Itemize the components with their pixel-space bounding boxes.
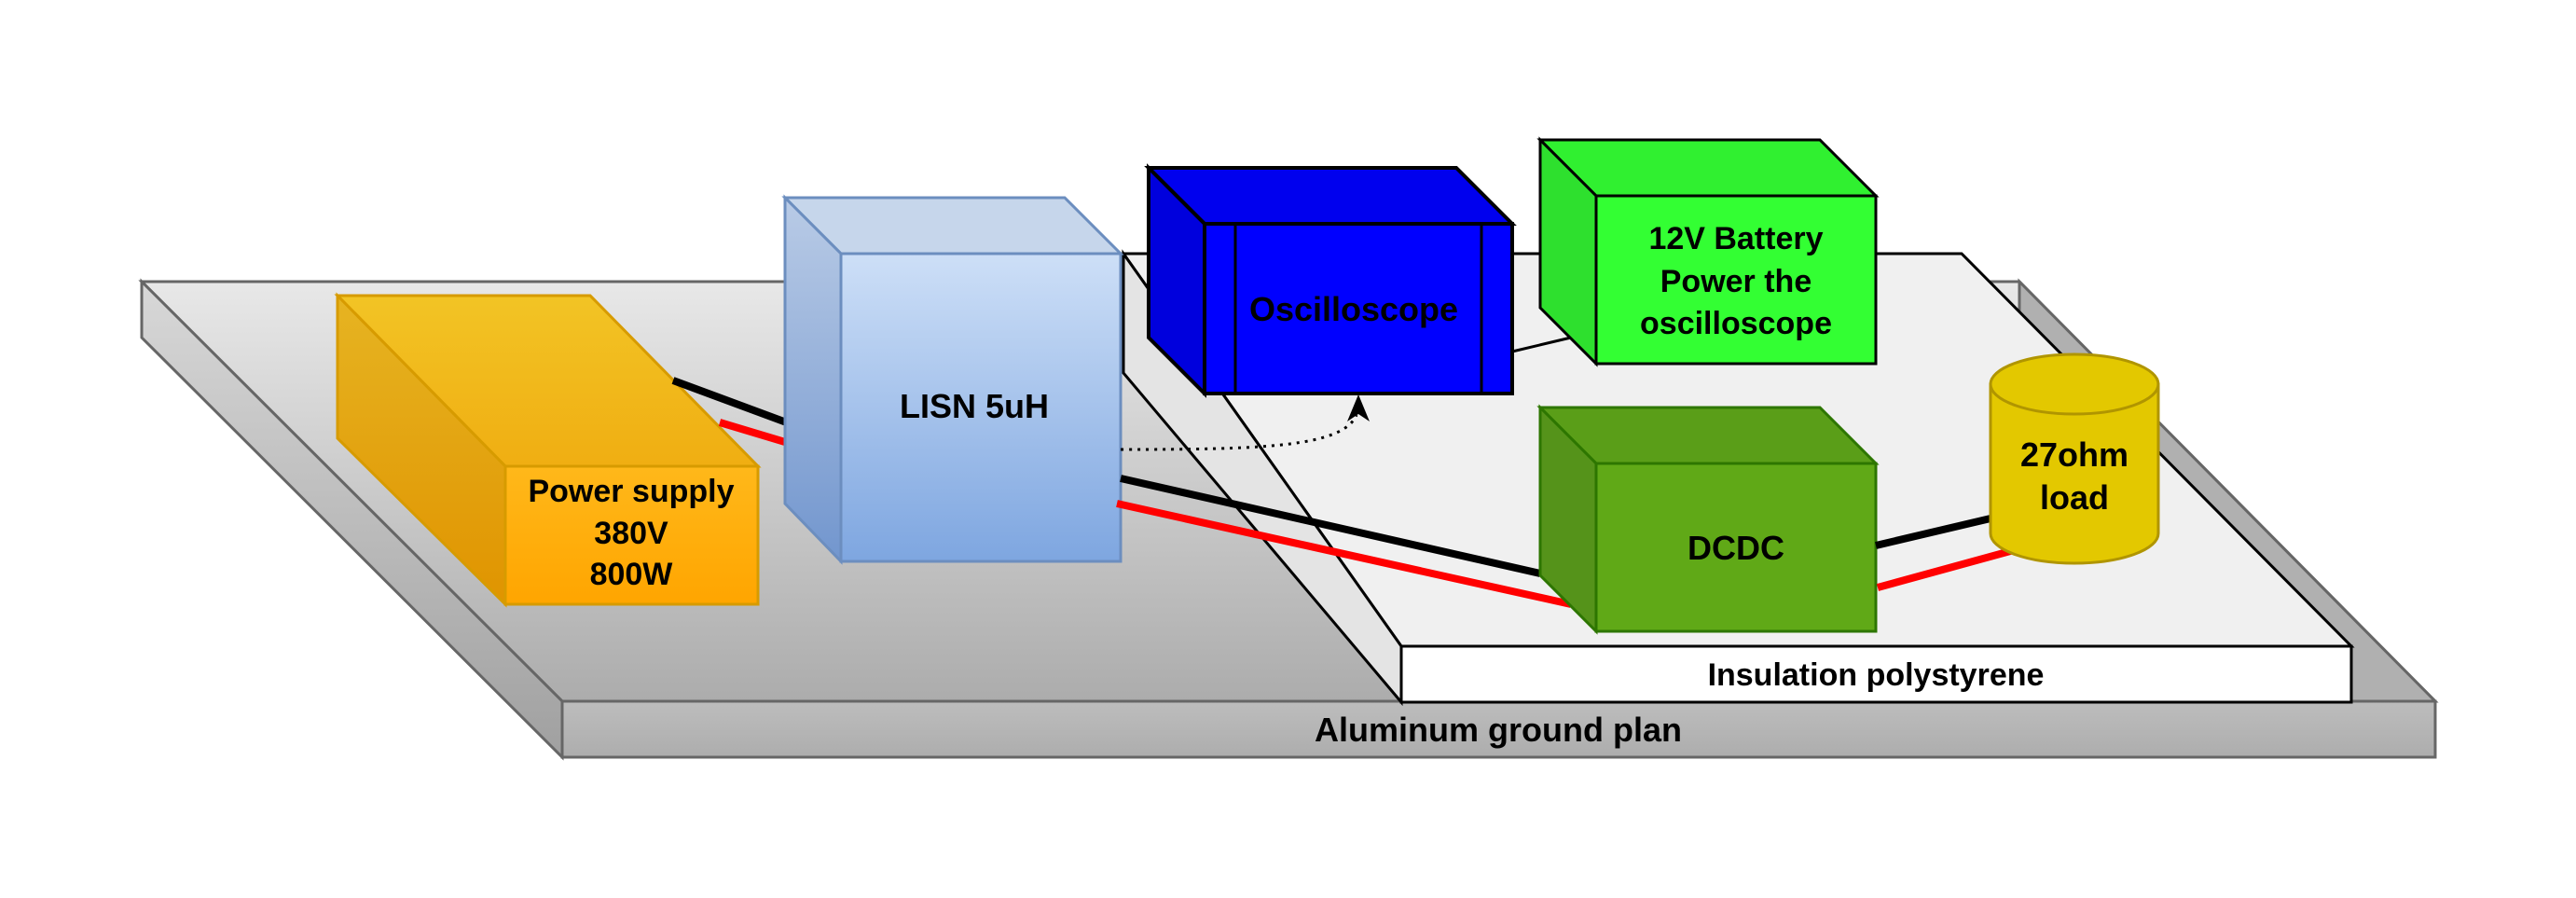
resistive-load: 27ohm load [1989,352,2160,565]
battery-label-line-3: oscilloscope [1640,306,1832,341]
arrow-head-icon [1347,394,1370,421]
lisn-label: LISN 5uH [900,387,1049,425]
insulation-label: Insulation polystyrene [1708,657,2045,693]
dcdc-label: DCDC [1687,529,1784,567]
power-supply-label-line-2: 380V [594,516,668,551]
load-label-line-2: load [2040,478,2109,517]
insulation-front [1399,644,2353,704]
dcdc-converter: DCDC [1536,404,1880,635]
lisn-front [839,252,1123,563]
ground-plane-label: Aluminum ground plan [1315,711,1682,749]
oscilloscope-front [1203,222,1514,395]
wire-positive-dcdc-load [1876,546,2016,591]
dcdc-top [1536,406,1880,465]
power-supply-front [503,464,760,606]
load-body [1989,382,2160,565]
wire-negative-dcdc-load [1875,515,1991,549]
lisn-top [781,196,1124,256]
wire-positive-lisn-dcdc [1116,500,1572,608]
power-supply-label-line-1: Power supply [528,474,734,509]
wire-negative-ps-lisn [671,377,801,431]
oscilloscope: Oscilloscope [1144,163,1517,398]
battery-label-line-1: 12V Battery [1648,221,1823,256]
lisn: LISN 5uH [781,194,1124,565]
power-supply: Power supply 380V 800W [334,292,762,608]
battery-top [1536,138,1880,198]
oscilloscope-top [1144,166,1517,226]
battery-front [1594,194,1878,366]
load-top [1989,352,2160,416]
wire-battery-oscilloscope [1511,336,1572,353]
dcdc-front [1594,462,1878,633]
battery: 12V Battery Power the oscilloscope [1536,136,1880,367]
oscilloscope-label: Oscilloscope [1249,290,1458,328]
lisn-side [783,194,843,565]
load-label-line-1: 27ohm [2020,435,2128,474]
ground-plane-front [560,699,2437,759]
wire-negative-lisn-dcdc [1120,475,1541,577]
power-supply-label-line-3: 800W [590,557,674,592]
battery-label-line-2: Power the [1660,264,1811,299]
